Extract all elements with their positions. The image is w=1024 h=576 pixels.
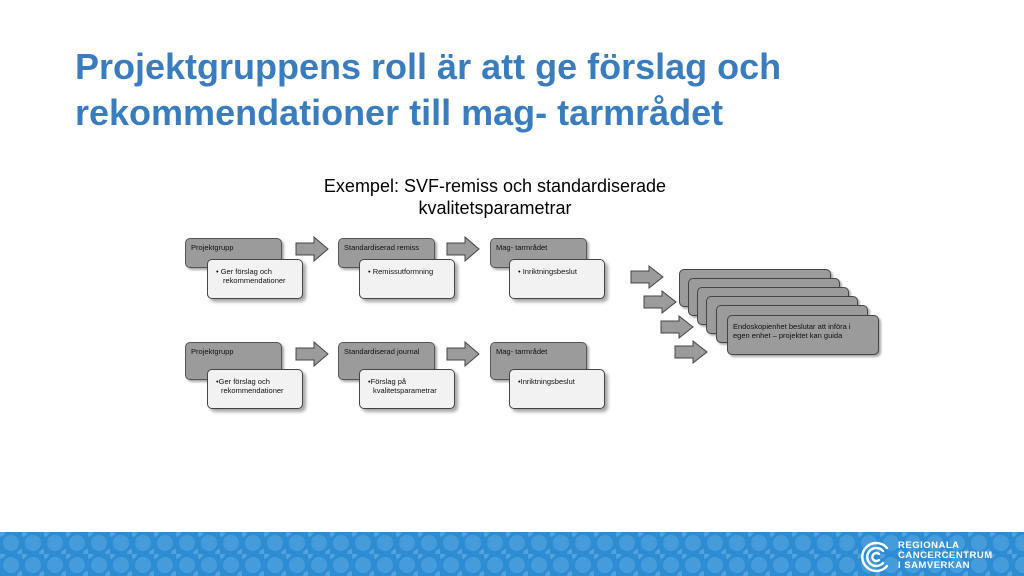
row1-magtarm-bullet: • Inriktningsbeslut	[518, 267, 577, 276]
stack-arrow-2	[643, 290, 677, 314]
row2-projektgrupp-bullet-1: •Ger förslag och	[216, 377, 270, 386]
row1-projektgrupp-card: • Ger förslag och rekommendationer	[207, 259, 303, 299]
footer-band	[0, 532, 1024, 576]
diagram-caption: Exempel: SVF-remiss och standardiserade …	[250, 175, 740, 219]
row1-remiss-bullet: • Remissutformning	[368, 267, 434, 276]
stack-arrow-1	[630, 265, 664, 289]
stack-arrow-4	[674, 340, 708, 364]
row2-magtarm-label: Mag- tarmrådet	[496, 347, 548, 356]
title-line-2: rekommendationer till mag- tarmrådet	[75, 92, 724, 133]
row2-projektgrupp-bullet-2: rekommendationer	[221, 386, 284, 395]
rcc-logo-icon	[861, 541, 889, 573]
slide-title: Projektgruppens roll är att ge förslag o…	[75, 44, 975, 136]
row1-projektgrupp-bullet-1: • Ger förslag och	[216, 267, 272, 276]
row2-arrow-2	[446, 341, 480, 367]
caption-line-2: kvalitetsparametrar	[418, 198, 572, 218]
logo-line-2: CANCERCENTRUM	[898, 550, 993, 561]
row1-remiss-label: Standardiserad remiss	[344, 243, 420, 252]
caption-line-1: Exempel: SVF-remiss och standardiserade	[323, 176, 667, 196]
title-line-1: Projektgruppens roll är att ge förslag o…	[75, 46, 782, 87]
stacked-card-text-2: egen enhet – projektet kan guida	[733, 331, 843, 340]
row2-arrow-1	[295, 341, 329, 367]
row1-remiss-card: • Remissutformning	[359, 259, 455, 299]
row2-magtarm-card: •Inriktningsbeslut	[509, 369, 605, 409]
row2-journal-bullet-1: •Förslag på	[368, 377, 407, 386]
stacked-card-text-1: Endoskopienhet beslutar att införa i	[733, 322, 851, 331]
row2-journal-label: Standardiserad journal	[344, 347, 420, 356]
row2-magtarm-bullet: •Inriktningsbeslut	[518, 377, 575, 386]
stacked-card-front	[727, 315, 879, 355]
row1-projektgrupp-label: Projektgrupp	[191, 243, 234, 252]
row2-journal-bullet-2: kvalitetsparametrar	[373, 386, 437, 395]
logo-line-3: I SAMVERKAN	[898, 560, 971, 571]
stacked-card-text: Endoskopienhet beslutar att införa i ege…	[733, 322, 878, 340]
row1-arrow-1	[295, 236, 329, 262]
footer-pattern	[0, 532, 1024, 576]
row1-magtarm-card: • Inriktningsbeslut	[509, 259, 605, 299]
row1-arrow-2	[446, 236, 480, 262]
logo-line-1: REGIONALA	[898, 540, 960, 551]
row1-magtarm-label: Mag- tarmrådet	[496, 243, 548, 252]
row2-projektgrupp-card: •Ger förslag och rekommendationer	[207, 369, 303, 409]
row1-projektgrupp-bullet-2: rekommendationer	[223, 276, 286, 285]
rcc-logo-text: REGIONALA CANCERCENTRUM I SAMVERKAN	[898, 541, 993, 571]
row2-journal-card: •Förslag på kvalitetsparametrar	[359, 369, 455, 409]
row2-projektgrupp-label: Projektgrupp	[191, 347, 234, 356]
stack-arrow-3	[660, 315, 694, 339]
